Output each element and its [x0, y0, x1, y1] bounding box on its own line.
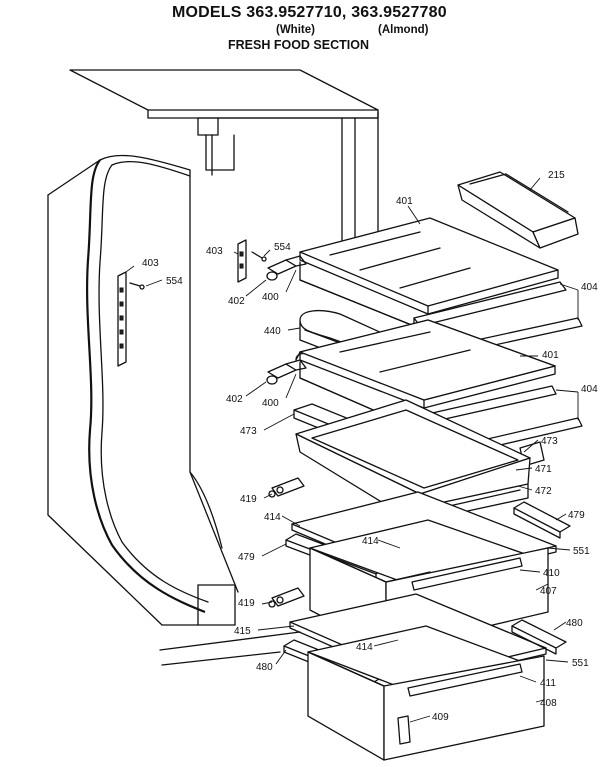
right-shelf-rail	[237, 239, 267, 283]
callout-414-upper: 414	[264, 512, 281, 523]
callout-473-left: 473	[240, 426, 257, 437]
callout-554-left: 554	[166, 276, 183, 287]
callout-407: 407	[540, 586, 557, 597]
callout-401-lower: 401	[542, 350, 559, 361]
meat-drawer	[307, 625, 545, 761]
diagram-header: MODELS 363.9527710, 363.9527780 (White) …	[0, 0, 608, 58]
callout-473-right: 473	[541, 436, 558, 447]
slide-rail-right-upper	[513, 501, 571, 539]
slide-rail-right-lower	[511, 619, 567, 655]
models-title: MODELS 363.9527710, 363.9527780	[172, 4, 447, 21]
callout-411: 411	[540, 678, 556, 689]
lower-glass-shelf	[295, 319, 583, 459]
callout-480-left: 480	[256, 662, 273, 673]
callout-401-upper: 401	[396, 196, 413, 207]
callout-403-left: 403	[142, 258, 159, 269]
callout-479-right: 479	[568, 510, 585, 521]
callout-551-upper: 551	[573, 546, 590, 557]
callout-215: 215	[548, 170, 565, 181]
callout-414-lower: 414	[356, 642, 373, 653]
callout-402-lower: 402	[226, 394, 243, 405]
pan-roller-lower	[268, 587, 305, 608]
callout-402-upper: 402	[228, 296, 245, 307]
shelf-support-upper	[266, 255, 307, 281]
callout-404-lower: 404	[581, 384, 598, 395]
left-shelf-rail	[117, 271, 145, 367]
section-title: FRESH FOOD SECTION	[228, 38, 369, 52]
callout-414-mid: 414	[362, 536, 379, 547]
callout-471: 471	[535, 464, 552, 475]
callout-419-upper: 419	[240, 494, 257, 505]
callout-404-upper: 404	[581, 282, 598, 293]
callout-551-lower: 551	[572, 658, 589, 669]
callout-400-upper: 400	[262, 292, 279, 303]
shelf-support-lower	[266, 359, 307, 385]
callout-403-right: 403	[206, 246, 223, 257]
callout-labels: 215 401 403 554 403 554 402 400 404 440 …	[142, 170, 598, 723]
callout-408: 408	[540, 698, 557, 709]
callout-479-left: 479	[238, 552, 255, 563]
callout-leaders	[125, 177, 579, 723]
callout-409: 409	[432, 712, 449, 723]
callout-440: 440	[264, 326, 281, 337]
almond-label: (Almond)	[378, 24, 429, 36]
upper-glass-shelf	[299, 217, 583, 357]
pan-roller-upper	[268, 477, 305, 498]
door-bin	[457, 171, 579, 249]
callout-554-right: 554	[274, 242, 291, 253]
callout-410: 410	[543, 568, 560, 579]
refrigerator-cabinet	[47, 69, 379, 666]
callout-480-right: 480	[566, 618, 583, 629]
callout-472: 472	[535, 486, 552, 497]
callout-400-lower: 400	[262, 398, 279, 409]
callout-415: 415	[234, 626, 251, 637]
white-label: (White)	[276, 24, 315, 36]
callout-419-lower: 419	[238, 598, 255, 609]
